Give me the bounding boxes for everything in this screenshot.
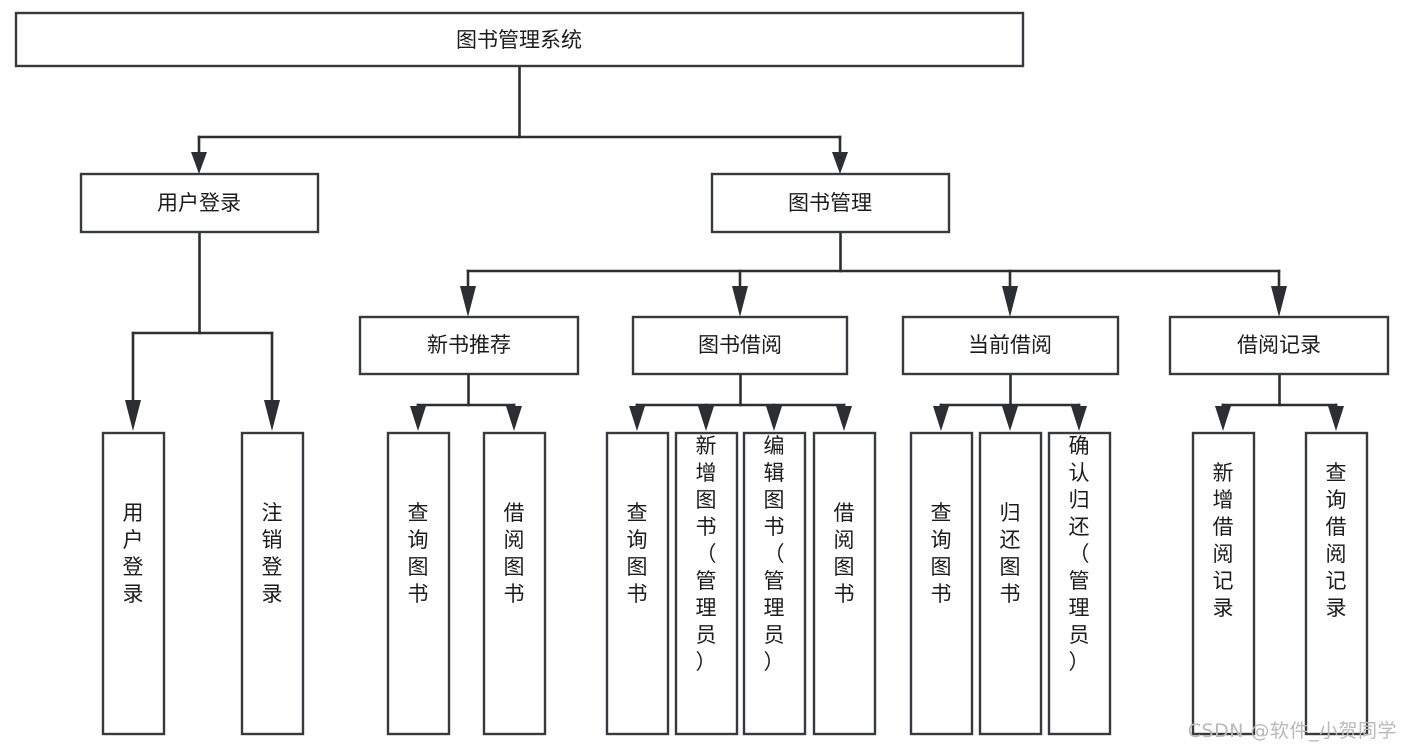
node-book-borrow-label: 图书借阅 <box>698 333 782 357</box>
node-leaf-add-record-label: 新增借阅记录 <box>1213 461 1234 620</box>
arrowhead-leaf-borrow-book-1 <box>506 406 522 431</box>
node-leaf-query-book-1-label: 查询图书 <box>408 501 429 606</box>
node-new-book-recommend-box[interactable] <box>358 315 580 376</box>
node-borrow-record[interactable]: 借阅记录 <box>1168 315 1390 376</box>
node-user-login-box[interactable] <box>79 172 320 234</box>
node-current-borrow-label: 当前借阅 <box>968 333 1052 357</box>
node-leaf-query-book-2[interactable]: 查询图书 <box>605 431 670 736</box>
arrowhead-leaf-return-book <box>1002 406 1018 431</box>
node-leaf-add-book[interactable]: 新增图书（管理员） <box>674 431 739 736</box>
node-leaf-query-book-2-label: 查询图书 <box>627 501 648 606</box>
node-leaf-borrow-book-1-label: 借阅图书 <box>504 501 525 606</box>
node-book-borrow[interactable]: 图书借阅 <box>631 315 849 376</box>
arrowhead-leaf-query-book-3 <box>933 406 949 431</box>
arrowhead-leaf-borrow-book-2 <box>836 406 852 431</box>
arrowhead-leaf-user-login <box>125 400 141 431</box>
arrowhead-leaf-add-record <box>1215 406 1231 431</box>
arrowhead-leaf-add-book <box>698 406 714 431</box>
node-leaf-edit-book-box[interactable] <box>742 431 807 736</box>
node-book-manage-label: 图书管理 <box>788 191 872 215</box>
node-leaf-user-logout[interactable]: 注销登录 <box>240 431 305 736</box>
node-book-manage-box[interactable] <box>710 172 951 234</box>
node-leaf-borrow-book-1[interactable]: 借阅图书 <box>482 431 547 736</box>
node-root-label: 图书管理系统 <box>456 28 582 52</box>
node-leaf-user-login[interactable]: 用户登录 <box>101 431 166 736</box>
node-leaf-user-login-box[interactable] <box>101 431 166 736</box>
node-leaf-add-record[interactable]: 新增借阅记录 <box>1191 431 1256 736</box>
node-root-box[interactable] <box>14 11 1025 68</box>
node-leaf-query-book-1-box[interactable] <box>386 431 451 736</box>
arrowhead-current-borrow <box>1002 286 1018 317</box>
arrowhead-leaf-query-book-1 <box>410 406 426 431</box>
arrowhead-borrow-record <box>1271 286 1287 317</box>
node-book-manage[interactable]: 图书管理 <box>710 172 951 234</box>
node-leaf-query-book-1[interactable]: 查询图书 <box>386 431 451 736</box>
node-leaf-query-book-3[interactable]: 查询图书 <box>909 431 974 736</box>
node-leaf-query-book-3-box[interactable] <box>909 431 974 736</box>
node-leaf-borrow-book-2-label: 借阅图书 <box>834 501 855 606</box>
node-leaf-query-book-3-label: 查询图书 <box>931 501 952 606</box>
arrowhead-leaf-query-book-2 <box>629 406 645 431</box>
node-leaf-confirm-return-box[interactable] <box>1047 431 1112 736</box>
arrowhead-book-borrow <box>732 286 748 317</box>
node-leaf-confirm-return-label: 确认归还（管理员） <box>1069 434 1090 674</box>
node-leaf-borrow-book-2-box[interactable] <box>812 431 877 736</box>
node-leaf-query-book-2-box[interactable] <box>605 431 670 736</box>
node-leaf-borrow-book-2[interactable]: 借阅图书 <box>812 431 877 736</box>
node-leaf-borrow-book-1-box[interactable] <box>482 431 547 736</box>
arrowhead-new-book-recommend <box>460 286 476 317</box>
node-leaf-add-book-label: 新增图书（管理员） <box>696 434 717 674</box>
node-leaf-edit-book-label: 编辑图书（管理员） <box>764 434 785 674</box>
node-leaf-return-book-box[interactable] <box>978 431 1043 736</box>
arrowhead-leaf-query-record <box>1328 406 1344 431</box>
node-user-login[interactable]: 用户登录 <box>79 172 320 234</box>
node-new-book-recommend[interactable]: 新书推荐 <box>358 315 580 376</box>
node-current-borrow[interactable]: 当前借阅 <box>901 315 1120 376</box>
node-root[interactable]: 图书管理系统 <box>14 11 1025 68</box>
arrowhead-book-manage <box>832 152 848 174</box>
node-leaf-query-record[interactable]: 查询借阅记录 <box>1304 431 1369 736</box>
node-leaf-add-book-box[interactable] <box>674 431 739 736</box>
arrowhead-leaf-edit-book <box>766 406 782 431</box>
node-leaf-user-logout-box[interactable] <box>240 431 305 736</box>
arrowhead-leaf-confirm-return <box>1071 406 1087 431</box>
node-leaf-query-record-label: 查询借阅记录 <box>1326 461 1347 620</box>
node-user-login-label: 用户登录 <box>157 191 241 215</box>
arrowhead-user-login <box>191 152 207 174</box>
node-leaf-return-book-label: 归还图书 <box>1000 501 1021 606</box>
node-borrow-record-label: 借阅记录 <box>1237 333 1321 357</box>
nodes-layer: 图书管理系统 用户登录 图书管理 新书推荐 图书借阅 当前 <box>14 11 1390 736</box>
node-leaf-return-book[interactable]: 归还图书 <box>978 431 1043 736</box>
node-book-borrow-box[interactable] <box>631 315 849 376</box>
arrowhead-leaf-user-logout <box>264 400 280 431</box>
node-leaf-user-login-label: 用户登录 <box>123 501 144 606</box>
node-leaf-confirm-return[interactable]: 确认归还（管理员） <box>1047 431 1112 736</box>
node-borrow-record-box[interactable] <box>1168 315 1390 376</box>
node-leaf-query-record-box[interactable] <box>1304 431 1369 736</box>
node-leaf-edit-book[interactable]: 编辑图书（管理员） <box>742 431 807 736</box>
node-leaf-add-record-box[interactable] <box>1191 431 1256 736</box>
node-leaf-user-logout-label: 注销登录 <box>262 501 283 606</box>
node-current-borrow-box[interactable] <box>901 315 1120 376</box>
edges-layer <box>125 64 1344 431</box>
node-new-book-recommend-label: 新书推荐 <box>427 333 511 357</box>
